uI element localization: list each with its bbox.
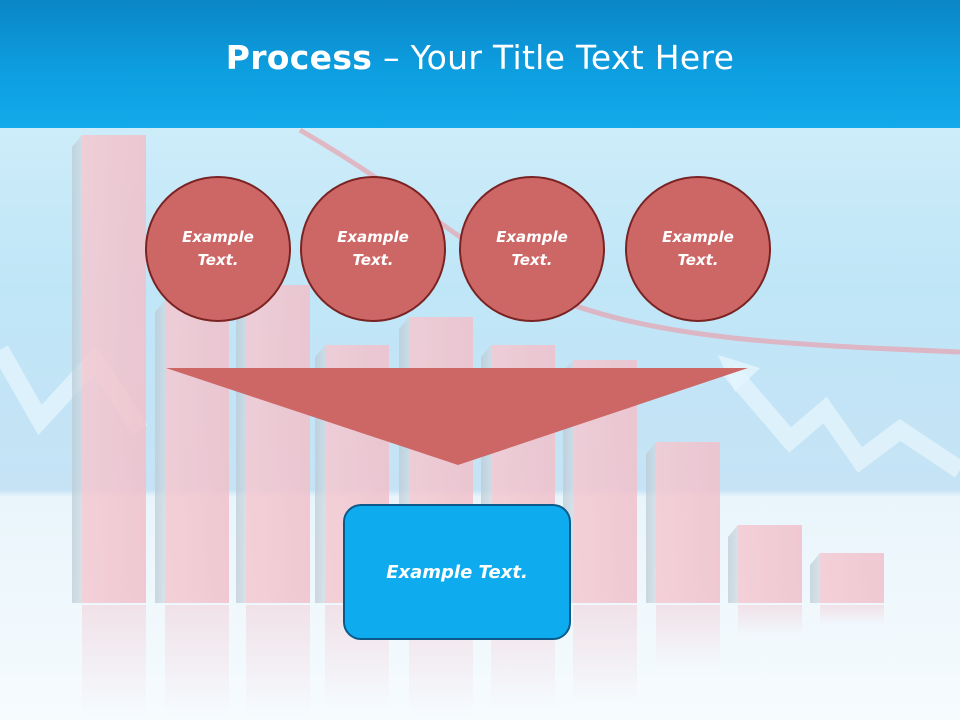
step-circle-2[interactable]: Example Text. xyxy=(300,176,446,322)
step-circle-4[interactable]: Example Text. xyxy=(625,176,771,322)
background-bar-side-10 xyxy=(810,553,820,603)
background-bar-reflection-10 xyxy=(820,605,884,625)
background-bar-side-9 xyxy=(728,525,738,603)
background-bar-reflection-8 xyxy=(656,605,720,670)
background-bar-10 xyxy=(820,553,884,603)
background-bar-side-3 xyxy=(236,285,246,603)
background-bar-2 xyxy=(165,300,229,603)
background-bar-reflection-7 xyxy=(573,605,637,703)
step-label-4: Example Text. xyxy=(662,228,734,269)
step-label-1: Example Text. xyxy=(182,228,254,269)
title-rest: – Your Title Text Here xyxy=(372,37,735,77)
step-label-2: Example Text. xyxy=(337,228,409,269)
background-bar-side-1 xyxy=(72,135,82,603)
background-bar-side-8 xyxy=(646,442,656,603)
background-bar-1 xyxy=(82,135,146,603)
result-box[interactable]: Example Text. xyxy=(343,504,571,640)
background-bar-3 xyxy=(246,285,310,603)
slide-title: Process – Your Title Text Here xyxy=(226,38,735,77)
background-bar-9 xyxy=(738,525,802,603)
background-bar-reflection-9 xyxy=(738,605,802,637)
background-arrowhead xyxy=(718,355,760,392)
step-circle-3[interactable]: Example Text. xyxy=(459,176,605,322)
background-bar-side-2 xyxy=(155,300,165,603)
background-bar-reflection-3 xyxy=(246,605,310,715)
background-bar-reflection-1 xyxy=(82,605,146,715)
step-circle-1[interactable]: Example Text. xyxy=(145,176,291,322)
result-label: Example Text. xyxy=(386,561,528,583)
background-bar-8 xyxy=(656,442,720,603)
background-bar-reflection-2 xyxy=(165,605,229,715)
title-bar: Process – Your Title Text Here xyxy=(0,0,960,128)
title-bold: Process xyxy=(225,37,373,77)
background-arrow-right xyxy=(723,364,960,478)
step-label-3: Example Text. xyxy=(496,228,568,269)
